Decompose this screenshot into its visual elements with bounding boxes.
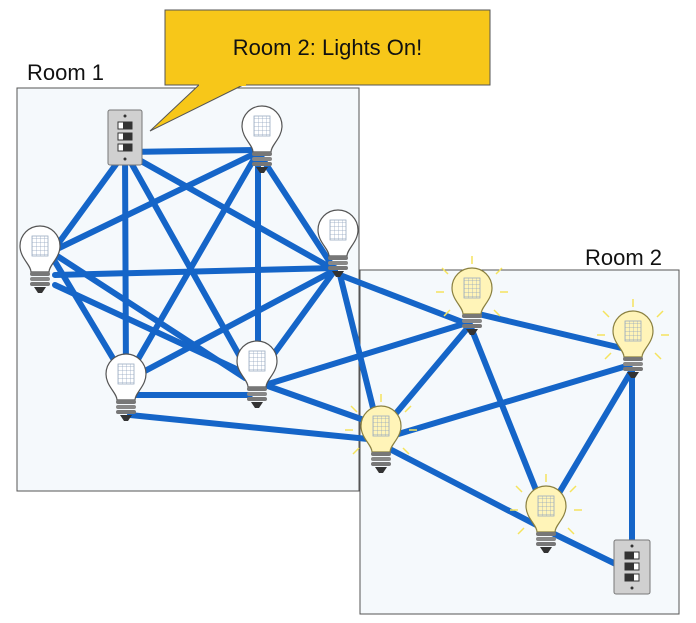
light-switch-icon — [624, 544, 640, 590]
light-bulb-icon — [241, 105, 283, 173]
wire — [52, 265, 338, 278]
room-2-bulb[interactable] — [436, 256, 508, 335]
wire — [467, 322, 549, 518]
wire — [122, 149, 129, 383]
light-switch-icon — [117, 114, 133, 161]
light-bulb-icon — [612, 310, 654, 378]
light-bulb-icon — [451, 267, 493, 335]
light-bulb-icon — [105, 353, 147, 421]
wire — [122, 149, 255, 381]
wire — [543, 367, 635, 518]
wires — [45, 147, 635, 573]
room-1-bulb[interactable] — [317, 209, 359, 277]
wire — [255, 149, 338, 273]
room-1-bulb[interactable] — [105, 353, 147, 421]
light-bulb-icon — [525, 485, 567, 553]
light-bulb-icon — [236, 340, 278, 408]
room-1-light-switch[interactable] — [107, 109, 143, 166]
glow-rays — [436, 256, 508, 317]
wire — [52, 149, 261, 253]
wire — [125, 267, 338, 383]
callout-text: Room 2: Lights On! — [232, 34, 423, 60]
wire — [123, 149, 261, 383]
wire — [52, 282, 263, 383]
glow-rays — [597, 299, 669, 360]
room-2-bulb[interactable] — [510, 474, 582, 553]
wire — [262, 319, 473, 388]
wire — [379, 322, 473, 433]
light-bulb-icon — [19, 225, 61, 293]
wire — [382, 362, 633, 441]
room-2-bulb[interactable] — [597, 299, 669, 378]
wire — [127, 412, 381, 443]
glow-rays — [345, 394, 417, 455]
wire — [52, 149, 128, 251]
wire — [122, 149, 338, 273]
wire — [337, 272, 381, 431]
wire — [122, 147, 261, 155]
room-2-label: Room 2 — [585, 245, 663, 270]
room-1-bulb[interactable] — [19, 225, 61, 293]
glow-rays — [510, 474, 582, 535]
room-2-light-switch[interactable] — [613, 539, 651, 595]
wire — [262, 382, 381, 428]
room-1-bulb[interactable] — [241, 105, 283, 173]
callout — [149, 9, 491, 132]
light-bulb-icon — [360, 405, 402, 473]
room-1-bulb[interactable] — [236, 340, 278, 408]
wire — [467, 309, 633, 353]
wire — [337, 272, 473, 328]
light-bulb-icon — [317, 209, 359, 277]
wire — [379, 442, 549, 533]
room-2-bulb[interactable] — [345, 394, 417, 473]
room-1-label: Room 1 — [27, 60, 105, 85]
